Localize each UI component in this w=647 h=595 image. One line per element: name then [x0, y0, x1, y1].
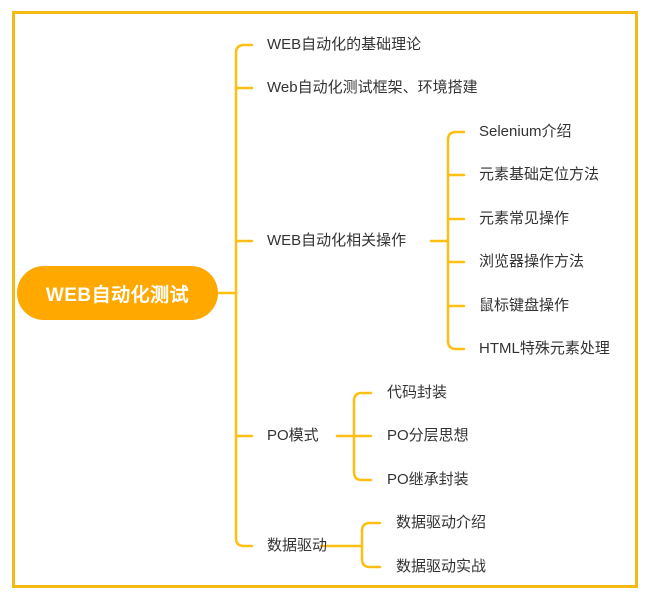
branch-node-data-driven: 数据驱动 [267, 537, 328, 554]
leaf-node: 代码封装 [387, 384, 448, 401]
leaf-node: 数据驱动介绍 [396, 514, 487, 531]
branch-node-basics: WEB自动化的基础理论 [267, 36, 422, 53]
leaf-node: HTML特殊元素处理 [479, 340, 610, 357]
branch-node-framework: Web自动化测试框架、环境搭建 [267, 79, 478, 96]
datadriven-connector-branch [360, 557, 382, 569]
root-node: WEB自动化测试 [17, 266, 218, 320]
operations-connector-branch [446, 339, 466, 351]
leaf-node: PO继承封装 [387, 471, 469, 488]
root-connector-branch [234, 43, 254, 55]
branch-node-operations: WEB自动化相关操作 [267, 232, 407, 249]
po-connector-branch [352, 470, 373, 482]
leaf-node: 鼠标键盘操作 [479, 297, 570, 314]
po-connector-branch [352, 391, 373, 403]
leaf-node: PO分层思想 [387, 427, 469, 444]
leaf-node: Selenium介绍 [479, 123, 572, 140]
leaf-node: 元素常见操作 [479, 210, 570, 227]
datadriven-connector-branch [360, 521, 382, 533]
operations-connector-branch [446, 130, 466, 142]
leaf-node: 数据驱动实战 [396, 558, 487, 575]
leaf-node: 浏览器操作方法 [479, 253, 585, 270]
branch-node-po: PO模式 [267, 427, 319, 444]
leaf-node: 元素基础定位方法 [479, 166, 600, 183]
root-connector-branch [234, 536, 254, 548]
